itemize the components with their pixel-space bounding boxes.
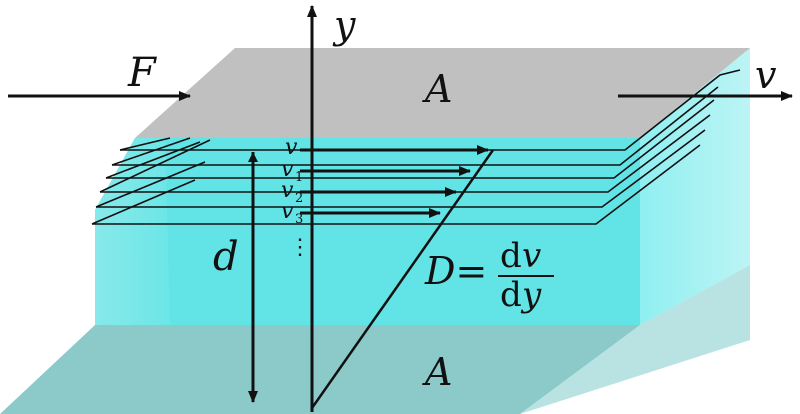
layer-line-5	[96, 129, 706, 208]
layer-label-v2: v	[281, 178, 294, 203]
layer-line-2	[112, 86, 719, 166]
layer-line-3	[106, 99, 715, 179]
layer-label-v2-sub: 2	[295, 191, 303, 206]
layer-label-v1-sub: 1	[295, 170, 303, 185]
shear-rate-lhs: D=	[424, 249, 487, 293]
layer-velocity-arrows	[300, 145, 489, 218]
bottom-plate	[0, 325, 640, 414]
shear-rate-num-d: d	[500, 236, 522, 276]
shear-rate-num-v: v	[522, 236, 541, 276]
y-axis-label: y	[332, 3, 356, 47]
velocity-profile-line	[310, 149, 495, 409]
shear-rate-den-y: y	[520, 275, 542, 315]
force-label: F	[127, 50, 157, 96]
layer-dots: ⋮	[289, 235, 311, 260]
shear-rate-formula: D= d v d y	[424, 236, 554, 315]
layer-label-v: v	[285, 135, 298, 160]
velocity-label: v	[755, 53, 777, 97]
distance-label: d	[213, 234, 239, 280]
layer-line-6	[92, 144, 701, 225]
fluid-left-face	[95, 138, 170, 325]
top-plate-area-label: A	[422, 67, 452, 111]
layer-label-v1: v	[281, 157, 294, 182]
layer-label-v3-sub: 3	[295, 212, 303, 227]
top-plate	[135, 48, 750, 138]
layer-label-v3: v	[281, 199, 294, 224]
bottom-plate-area-label: A	[422, 350, 452, 394]
bottom-plate-side	[520, 265, 750, 414]
layer-line-4	[100, 114, 711, 193]
shear-rate-den-d: d	[500, 275, 522, 315]
fluid-body	[95, 138, 640, 325]
